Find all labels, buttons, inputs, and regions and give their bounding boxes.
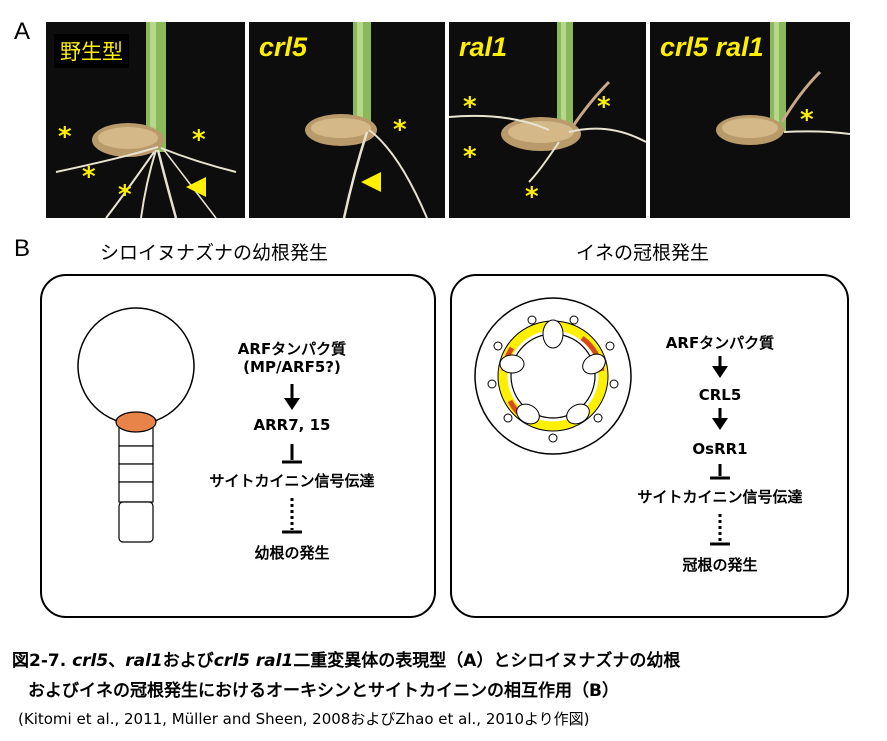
seedling-illustration <box>716 22 850 145</box>
caption-text-and: および <box>162 651 214 671</box>
radicle-development-label: 幼根の発生 <box>254 544 330 562</box>
root-marker-star: * <box>597 92 611 122</box>
arf-protein-label: ARFタンパク質 <box>237 340 347 358</box>
gene-crl5-ral1: crl5 ral1 <box>213 651 294 671</box>
arabidopsis-diagram-box: ARFタンパク質 (MP/ARF5?) ARR7, 15 サイトカイニン信号伝達… <box>40 274 436 618</box>
mp-arf5-label: (MP/ARF5?) <box>243 358 341 376</box>
photo-label-crl5: crl5 <box>259 32 308 62</box>
crown-root-development-label: 冠根の発生 <box>682 556 758 574</box>
panel-label-b: B <box>14 235 31 262</box>
panel-label-a: A <box>14 18 31 45</box>
arrowhead-marker <box>186 177 206 197</box>
crl5-label: CRL5 <box>698 386 742 404</box>
root-marker-star: * <box>192 125 206 155</box>
root-marker-star: * <box>82 162 96 192</box>
caption-separator: 、 <box>108 651 126 671</box>
embryo-illustration <box>77 307 302 543</box>
cytokinin-signal-label: サイトカイニン信号伝達 <box>209 472 375 490</box>
photo-label-crl5-ral1: crl5 ral1 <box>660 32 764 62</box>
photo-crl5: crl5 * <box>249 22 445 218</box>
photo-wild-type: 野生型 * * * * <box>46 22 245 218</box>
seedling-illustration <box>449 22 646 183</box>
arr7-15-label: ARR7, 15 <box>253 416 331 434</box>
root-marker-star: * <box>800 105 814 135</box>
root-marker-star: * <box>463 142 477 172</box>
caption-text-rest: 二重変異体の表現型（A）とシロイヌナズナの幼根 <box>293 651 681 671</box>
arabidopsis-title: シロイヌナズナの幼根発生 <box>100 242 329 264</box>
arf-protein-label: ARFタンパク質 <box>665 334 775 352</box>
figure-caption-line1: 図2-7. crl5、ral1およびcrl5 ral1二重変異体の表現型（A）と… <box>12 646 680 671</box>
osrr1-label: OsRR1 <box>692 440 748 458</box>
stem-cross-section-illustration <box>474 297 730 546</box>
figure-caption-line2: およびイネの冠根発生におけるオーキシンとサイトカイニンの相互作用（B） <box>28 681 619 701</box>
gene-ral1: ral1 <box>125 651 163 671</box>
root-marker-star: * <box>58 122 72 152</box>
seedling-illustration <box>55 22 237 218</box>
root-marker-star: * <box>393 115 407 145</box>
root-marker-star: * <box>525 182 539 212</box>
seedling-illustration <box>305 22 428 218</box>
figure-reference: (Kitomi et al., 2011, Müller and Sheen, … <box>18 710 590 728</box>
photo-label-ral1: ral1 <box>459 32 508 62</box>
root-marker-star: * <box>463 92 477 122</box>
gene-crl5: crl5 <box>72 651 109 671</box>
rice-diagram-box: ARFタンパク質 CRL5 OsRR1 サイトカイニン信号伝達 冠根の発生 <box>450 274 849 618</box>
rice-title: イネの冠根発生 <box>576 242 710 264</box>
photo-ral1: ral1 * * * * <box>449 22 646 218</box>
cytokinin-signal-label: サイトカイニン信号伝達 <box>637 488 803 506</box>
photo-label-wild-type: 野生型 <box>54 34 129 68</box>
root-marker-star: * <box>118 180 132 210</box>
figure-number: 図2-7. <box>12 651 67 671</box>
arrowhead-marker <box>361 172 381 192</box>
photo-crl5-ral1: crl5 ral1 * <box>650 22 850 218</box>
